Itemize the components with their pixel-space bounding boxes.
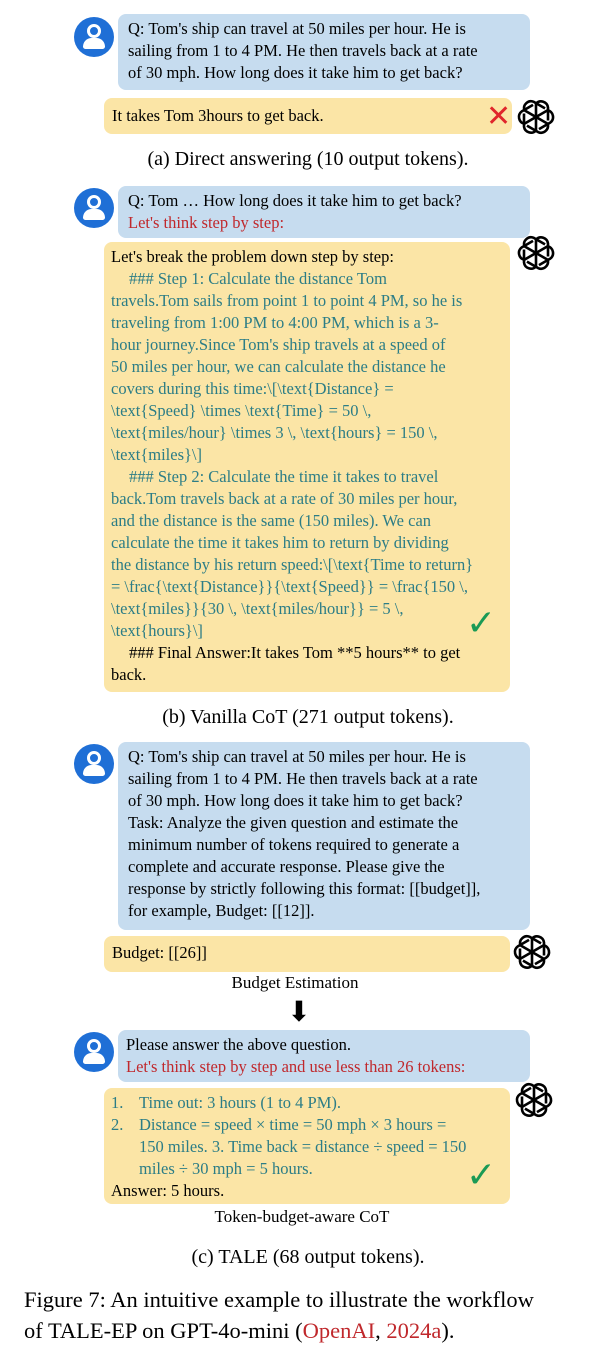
budget-answer-text: Budget: [[26]]	[112, 943, 207, 962]
list-line: Time out: 3 hours (1 to 4 PM).	[139, 1093, 341, 1112]
question-bubble: Please answer the above question. Let's …	[118, 1030, 530, 1082]
caption-sep: ,	[375, 1318, 387, 1343]
check-mark-icon: ✓	[466, 603, 497, 644]
step-line: \text{miles/hour} \times 3 \, \text{hour…	[111, 423, 438, 442]
question-line: of 30 mph. How long does it take him to …	[128, 791, 463, 810]
list-number: 2.	[111, 1115, 124, 1134]
step-line: \text{miles}}{30 \, \text{miles/hour}} =…	[111, 599, 404, 618]
openai-logo-icon	[512, 932, 552, 972]
step-line: 50 miles per hour, we can calculate the …	[111, 357, 446, 376]
token-budget-cot-label: Token-budget-aware CoT	[214, 1207, 390, 1226]
cot-answer-bubble: Let's break the problem down step by ste…	[104, 242, 510, 692]
question-line: complete and accurate response. Please g…	[128, 857, 445, 876]
caption-c: (c) TALE (68 output tokens).	[191, 1246, 425, 1268]
step-line: traveling from 1:00 PM to 4:00 PM, which…	[111, 313, 439, 332]
openai-logo-icon	[516, 233, 556, 273]
step-line: \text{Speed} \times \text{Time} = 50 \,	[111, 401, 372, 420]
answer-text: It takes Tom 3hours to get back.	[112, 106, 324, 125]
question-text: Please answer the above question.	[126, 1035, 351, 1054]
step-line: calculate the time it takes him to retur…	[111, 533, 449, 552]
answer-intro: Let's break the problem down step by ste…	[111, 247, 394, 266]
tale-prompt: Let's think step by step and use less th…	[126, 1057, 466, 1076]
question-line: minimum number of tokens required to gen…	[128, 835, 460, 854]
question-text: Q: Tom … How long does it take him to ge…	[128, 191, 462, 210]
answer-bubble: It takes Tom 3hours to get back.	[104, 98, 512, 134]
budget-answer-bubble: Budget: [[26]]	[104, 936, 510, 972]
question-line: sailing from 1 to 4 PM. He then travels …	[128, 769, 478, 788]
budget-estimation-label: Budget Estimation	[231, 973, 359, 992]
question-line: sailing from 1 to 4 PM. He then travels …	[128, 41, 478, 60]
figure-caption-line1: Figure 7: An intuitive example to illust…	[24, 1287, 534, 1312]
step2-block: ### Step 2: Calculate the time it takes …	[111, 466, 502, 642]
down-arrow-icon: ⬇	[287, 995, 311, 1028]
user-avatar-icon	[74, 1032, 114, 1072]
step1-block: ### Step 1: Calculate the distance Tom t…	[111, 268, 502, 466]
tale-answer-bubble: 1. Time out: 3 hours (1 to 4 PM). 2. Dis…	[104, 1088, 510, 1204]
citation-link[interactable]: OpenAI	[302, 1318, 376, 1343]
question-bubble: Q: Tom's ship can travel at 50 miles per…	[118, 14, 530, 90]
check-mark-icon: ✓	[466, 1155, 497, 1196]
question-line: for example, Budget: [[12]].	[128, 901, 315, 920]
cot-prompt: Let's think step by step:	[128, 213, 285, 232]
step-line: = \frac{\text{Distance}}{\text{Speed}} =…	[111, 577, 468, 596]
answer-line: Answer: 5 hours.	[111, 1181, 225, 1200]
list-line: 150 miles. 3. Time back = distance ÷ spe…	[139, 1137, 467, 1156]
figure-caption-line2: of TALE-EP on GPT-4o-mini (OpenAI, 2024a…	[24, 1315, 534, 1346]
openai-logo-icon	[514, 1080, 554, 1120]
question-line: Task: Analyze the given question and est…	[128, 813, 459, 832]
figure-caption: Figure 7: An intuitive example to illust…	[24, 1284, 534, 1346]
question-line: response by strictly following this form…	[128, 879, 481, 898]
user-avatar-icon	[74, 17, 114, 57]
list-number: 1.	[111, 1093, 124, 1112]
question-line: Q: Tom's ship can travel at 50 miles per…	[128, 19, 466, 38]
final-answer-line: ### Final Answer:It takes Tom **5 hours*…	[129, 643, 461, 662]
list-item: 2. Distance = speed × time = 50 mph × 3 …	[111, 1114, 502, 1180]
question-line: of 30 mph. How long does it take him to …	[128, 63, 463, 82]
step-line: \text{hours}\]	[111, 621, 203, 640]
step-line: ### Step 1: Calculate the distance Tom	[129, 269, 387, 288]
step-line: covers during this time:\[\text{Distance…	[111, 379, 394, 398]
question-bubble: Q: Tom's ship can travel at 50 miles per…	[118, 742, 530, 930]
caption-text: of TALE-EP on GPT-4o-mini (	[24, 1318, 303, 1343]
question-bubble: Q: Tom … How long does it take him to ge…	[118, 186, 530, 238]
step-line: travels.Tom sails from point 1 to point …	[111, 291, 463, 310]
step-line: and the distance is the same (150 miles)…	[111, 511, 432, 530]
list-line: Distance = speed × time = 50 mph × 3 hou…	[139, 1115, 447, 1134]
step-line: \text{miles}\]	[111, 445, 202, 464]
caption-b: (b) Vanilla CoT (271 output tokens).	[162, 706, 454, 728]
user-avatar-icon	[74, 744, 114, 784]
list-line: miles ÷ 30 mph = 5 hours.	[139, 1159, 313, 1178]
citation-year-link[interactable]: 2024a	[386, 1318, 442, 1343]
step-line: hour journey.Since Tom's ship travels at…	[111, 335, 446, 354]
caption-text: ).	[441, 1318, 455, 1343]
step-line: the distance by his return speed:\[\text…	[111, 555, 474, 574]
user-avatar-icon	[74, 188, 114, 228]
caption-a: (a) Direct answering (10 output tokens).	[147, 148, 469, 170]
question-line: Q: Tom's ship can travel at 50 miles per…	[128, 747, 466, 766]
openai-logo-icon	[516, 97, 556, 137]
list-item: 1. Time out: 3 hours (1 to 4 PM).	[111, 1092, 502, 1114]
final-answer-line: back.	[111, 665, 147, 684]
step-line: back.Tom travels back at a rate of 30 mi…	[111, 489, 458, 508]
step-line: ### Step 2: Calculate the time it takes …	[129, 467, 439, 486]
cross-mark-icon: ✕	[486, 99, 512, 134]
